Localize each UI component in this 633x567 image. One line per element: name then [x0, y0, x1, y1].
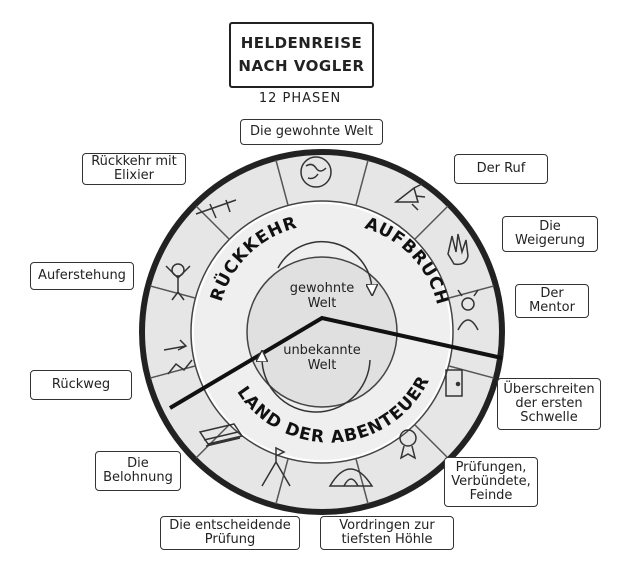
phase-auferstehung: Auferstehung: [30, 262, 134, 290]
medal-icon: [399, 429, 417, 460]
world-divider-line: [168, 315, 503, 410]
phase-entscheidende-pruefung: Die entscheidende Prüfung: [160, 516, 300, 550]
segment-divider: [355, 159, 369, 206]
phase-der-mentor: Der Mentor: [515, 284, 589, 318]
mountain-flag-icon: [261, 446, 291, 487]
center-disc: [246, 256, 398, 408]
cycle-arrow-bottom: [262, 356, 371, 413]
phase-gewohnte-welt: Die gewohnte Welt: [240, 119, 383, 145]
refusing-hand-icon: [447, 233, 469, 266]
phase-belohnung: Die Belohnung: [95, 451, 181, 491]
money-icon: [198, 423, 244, 447]
phase-vordringen: Vordringen zur tiefsten Höhle: [320, 516, 454, 550]
path-arrow-icon: [163, 339, 193, 375]
phase-erste-schwelle: Überschreiten der ersten Schwelle: [497, 378, 601, 430]
segment-divider: [195, 424, 230, 459]
phase-pruefungen: Prüfungen, Verbündete, Feinde: [444, 457, 538, 507]
door-icon: [445, 369, 463, 397]
globe-icon: [300, 156, 332, 188]
phase-die-weigerung: Die Weigerung: [502, 216, 598, 252]
segment-divider: [448, 285, 495, 299]
segment-divider: [414, 205, 449, 240]
segment-divider: [414, 424, 449, 459]
segment-divider: [448, 365, 495, 379]
mentor-figure-icon: [457, 289, 479, 331]
megaphone-icon: [393, 183, 426, 211]
phase-rueckweg: Rückweg: [30, 370, 132, 400]
segment-divider: [275, 458, 289, 505]
subtitle: 12 PHASEN: [258, 91, 342, 106]
phase-rueckkehr-elixier: Rückkehr mit Elixier: [82, 153, 186, 185]
rising-figure-icon: [165, 263, 191, 301]
segment-divider: [149, 365, 196, 379]
segment-divider: [149, 285, 196, 299]
cycle-arrow-top: [277, 241, 372, 290]
segment-divider: [355, 458, 369, 505]
cave-icon: [328, 468, 374, 487]
title-banner: HELDENREISE NACH VOGLER: [229, 22, 374, 88]
segment-dividers: [149, 159, 495, 505]
elixir-icon: [195, 199, 237, 219]
segment-divider: [275, 159, 289, 206]
phase-der-ruf: Der Ruf: [454, 154, 548, 184]
